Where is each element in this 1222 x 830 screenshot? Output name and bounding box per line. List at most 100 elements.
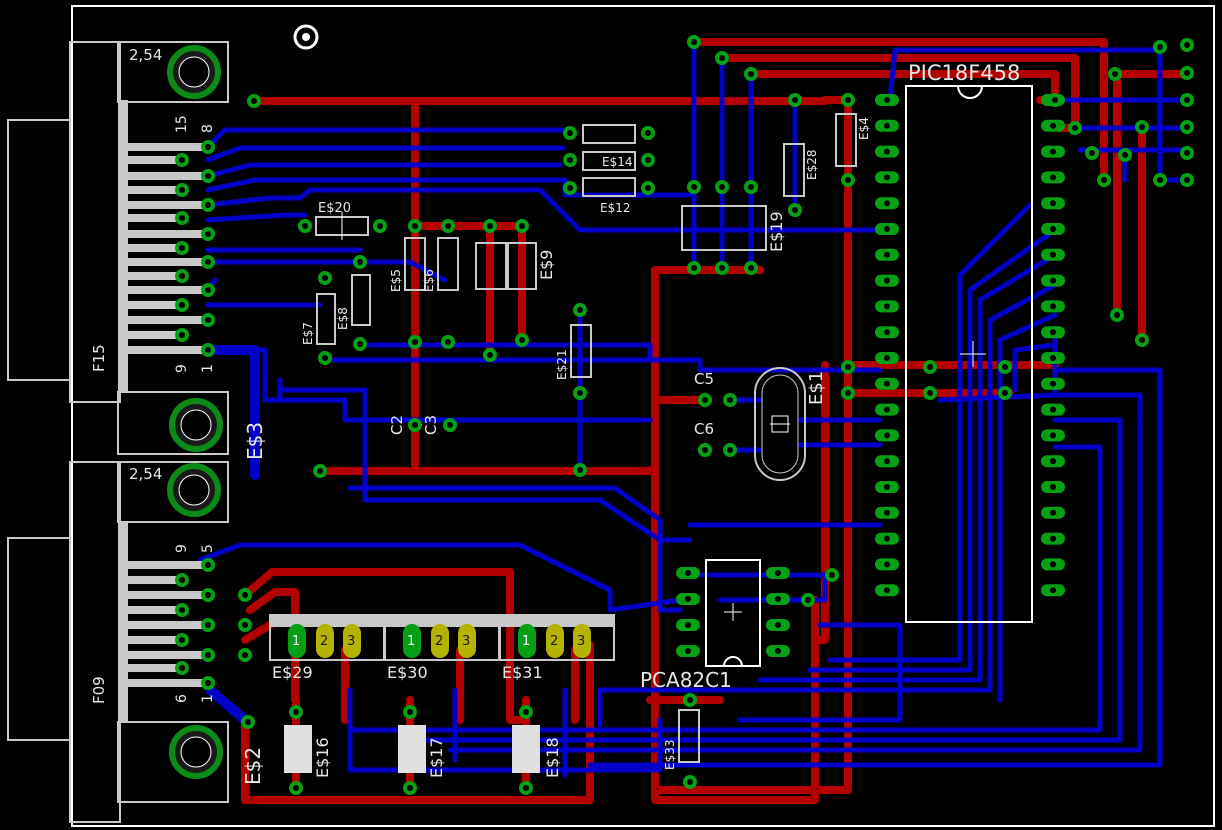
pic-pin — [875, 377, 899, 390]
f09-pin-label-6: 6 — [174, 694, 190, 703]
pic-pin — [1041, 352, 1065, 364]
c2-label: C2 — [388, 415, 406, 435]
pad — [923, 386, 937, 400]
pad — [408, 219, 422, 233]
c3-label: C3 — [422, 415, 440, 435]
pad — [641, 181, 655, 195]
e8-label: E$8 — [336, 307, 350, 330]
pad — [1108, 67, 1122, 81]
pad — [744, 180, 758, 194]
header-pin: 3 — [343, 624, 361, 658]
pad — [175, 269, 189, 283]
pic-pin — [875, 119, 899, 132]
pad — [825, 568, 839, 582]
resistor-e8: E$8 — [336, 274, 371, 330]
pca-pins — [676, 567, 790, 657]
pad — [841, 93, 855, 107]
pic-pin — [1041, 326, 1065, 339]
e29-label: E$29 — [272, 663, 313, 682]
resistor-e20: E$20 — [315, 201, 369, 240]
pad — [563, 126, 577, 140]
pad — [788, 203, 802, 217]
pad — [318, 271, 332, 285]
pad — [687, 180, 701, 194]
resistor-e33: E$33 — [663, 709, 700, 771]
pad — [247, 94, 261, 108]
diode-e9-pair: E$9 — [475, 242, 556, 290]
pic-pin — [1041, 171, 1065, 184]
pic-pin — [1041, 300, 1065, 313]
pad — [238, 648, 252, 662]
pad — [483, 348, 497, 362]
header-pin-number: 2 — [320, 634, 328, 649]
pad — [408, 418, 422, 432]
e17-label: E$17 — [427, 737, 446, 778]
e18-label: E$18 — [543, 737, 562, 778]
pad — [723, 393, 737, 407]
pic-pin — [1041, 223, 1065, 235]
e33-label: E$33 — [663, 740, 677, 771]
pic-pin — [875, 455, 899, 468]
pad — [1180, 173, 1194, 187]
e5-label: E$5 — [389, 269, 403, 292]
e4-label: E$4 — [857, 117, 871, 140]
header-pin-number: 1 — [292, 634, 300, 649]
pad — [998, 360, 1012, 374]
pad — [175, 328, 189, 342]
e6-label: E$6 — [422, 269, 436, 292]
header-pin-number: 1 — [522, 634, 530, 649]
pad — [841, 360, 855, 374]
f15-mount-hole-top — [167, 45, 221, 99]
pic-pin — [875, 248, 899, 261]
pad — [1085, 146, 1099, 160]
chip-pic-label: PIC18F458 — [908, 61, 1020, 85]
pic-pin — [875, 584, 899, 597]
e16-label: E$16 — [313, 737, 332, 778]
pad — [1180, 120, 1194, 134]
pad — [373, 219, 387, 233]
header-pin: 1 — [288, 624, 306, 658]
pad — [519, 781, 533, 795]
diode-e18: E$18 — [512, 725, 562, 778]
pad — [441, 335, 455, 349]
resistor-e14: E$14 — [582, 151, 636, 171]
pad — [175, 603, 189, 617]
pad — [683, 693, 697, 707]
pad — [175, 661, 189, 675]
pic-pin — [875, 532, 899, 545]
pad — [201, 648, 215, 662]
pic-pin — [1041, 532, 1065, 545]
f09-ref: E$2 — [241, 747, 265, 785]
pad — [201, 140, 215, 154]
pad — [353, 337, 367, 351]
pad — [563, 153, 577, 167]
pic-pin — [1041, 403, 1065, 416]
header-pin: 3 — [458, 624, 476, 658]
e19-label: E$19 — [767, 211, 786, 252]
f15-pin-label-1: 1 — [200, 364, 216, 373]
header-pin-number: 3 — [462, 634, 470, 649]
header-pin: 2 — [431, 624, 449, 658]
f09-mount-hole-top — [167, 463, 221, 517]
pic-pin — [875, 558, 899, 571]
pic-pin — [875, 481, 899, 493]
pad — [1068, 121, 1082, 135]
pad — [175, 211, 189, 225]
pad — [1180, 146, 1194, 160]
pad — [1097, 173, 1111, 187]
pic-pin — [875, 300, 899, 313]
header-e31: E$31 — [499, 614, 615, 682]
pad — [201, 255, 215, 269]
pad — [1153, 173, 1167, 187]
pic-pin — [875, 145, 899, 158]
pic-pin — [875, 171, 899, 184]
pic-pin — [875, 274, 899, 287]
diode-e19-array: E$19 — [681, 205, 786, 252]
pic-pins — [875, 94, 1065, 597]
pad — [408, 335, 422, 349]
pad — [744, 67, 758, 81]
pad — [998, 386, 1012, 400]
chip-pca-label: PCA82C1 — [640, 668, 732, 692]
pad — [801, 593, 815, 607]
pad — [318, 351, 332, 365]
